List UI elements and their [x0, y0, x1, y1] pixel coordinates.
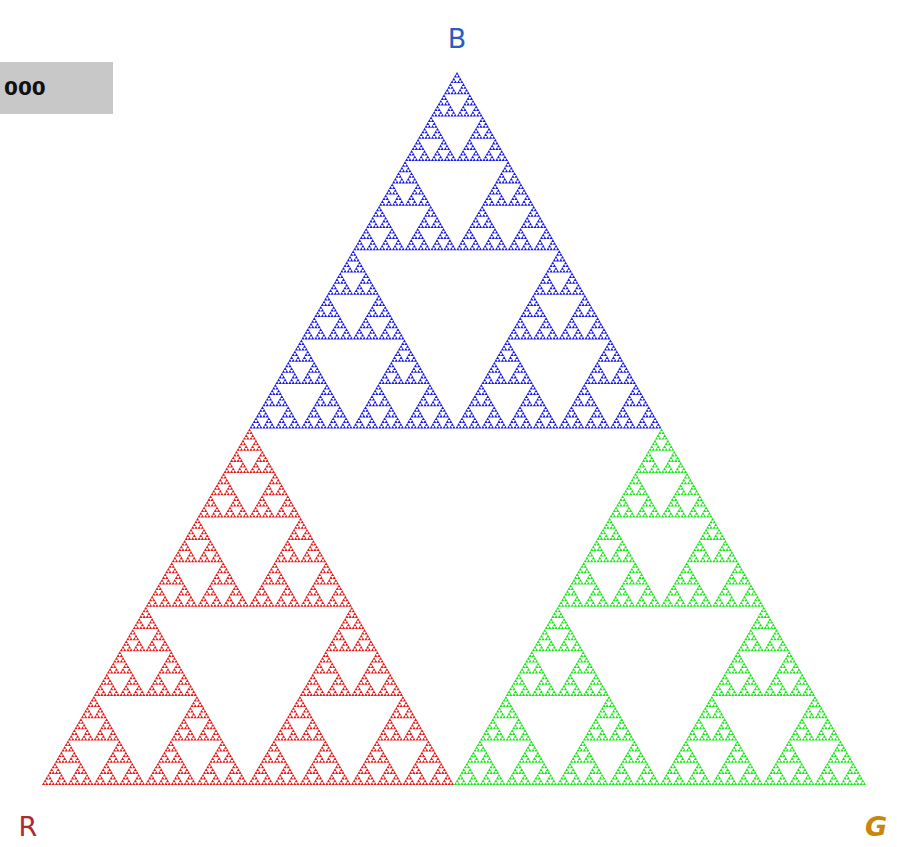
- blue-subtriangle: [250, 72, 662, 429]
- red-subtriangle: [42, 429, 454, 786]
- vertex-label: B: [448, 25, 467, 52]
- vertex-label: R: [19, 813, 38, 840]
- vertex-label: G: [865, 813, 887, 840]
- counter-box: 000: [0, 62, 113, 114]
- counter-text: 000: [4, 76, 46, 100]
- green-subtriangle: [454, 429, 866, 786]
